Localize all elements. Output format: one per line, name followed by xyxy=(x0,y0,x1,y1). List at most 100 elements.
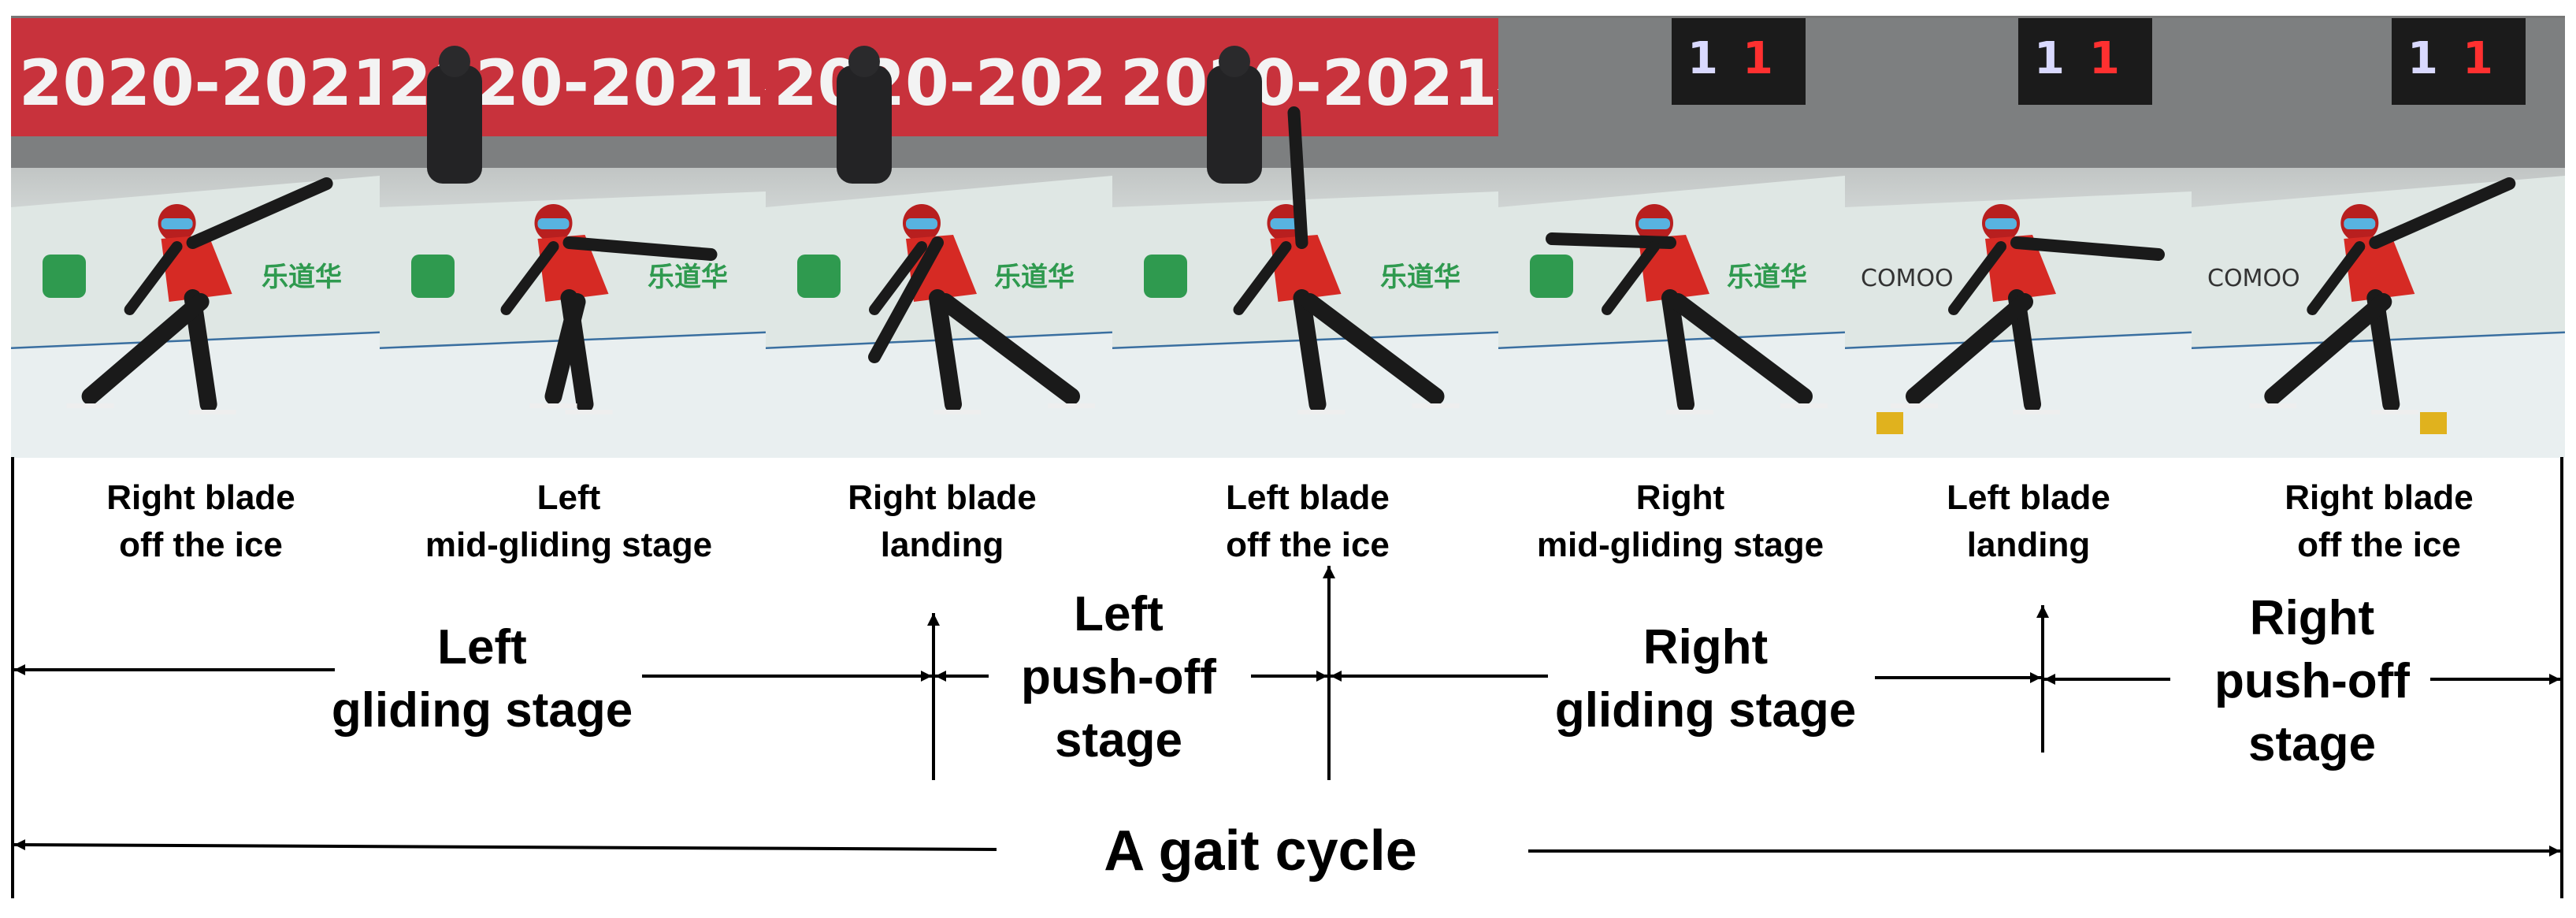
skater-goggles xyxy=(1639,218,1670,229)
caption-line: Right xyxy=(1635,478,1725,517)
skater-arm xyxy=(562,236,718,261)
skater-goggles xyxy=(1985,218,2017,229)
ice-surface xyxy=(1845,333,2192,458)
banner-text: 2020-2021赛季全国速 xyxy=(1120,46,1498,120)
sponsor-text: COMOO xyxy=(1861,265,1954,292)
spectator xyxy=(427,65,482,184)
stage-label-line: push-off xyxy=(1021,650,1216,704)
wall-logo xyxy=(411,255,455,298)
caption-line: Left blade xyxy=(1226,478,1390,517)
caption-line: off the ice xyxy=(2297,526,2461,564)
wall-logo xyxy=(1530,255,1573,298)
scoreboard-digit: 1 xyxy=(1687,33,1718,84)
wall-logo xyxy=(43,255,86,298)
skater-leg xyxy=(1301,293,1445,405)
banner xyxy=(1112,18,1498,136)
wall-logo-text: 乐道华 xyxy=(648,262,728,293)
scoreboard-digit: 1 xyxy=(2407,33,2438,84)
skater xyxy=(2249,177,2516,414)
skater-leg xyxy=(937,293,1080,405)
stage-label-line: Left xyxy=(437,620,527,675)
stage-label-line: stage xyxy=(2248,717,2376,771)
banner-text: 2020-2021赛季全国速 xyxy=(19,46,380,120)
skater xyxy=(1891,204,2165,414)
caption-line: Left blade xyxy=(1947,478,2110,517)
spectator xyxy=(837,65,892,184)
stage-label-line: push-off xyxy=(2214,654,2410,708)
skater xyxy=(66,177,333,414)
photo-frame-art: 2020-2021赛季全国速乐道华 xyxy=(766,18,1112,458)
stage-label: Right push-off stage xyxy=(2214,587,2410,776)
stage-label-line: Right xyxy=(2249,591,2375,645)
wall-logo xyxy=(797,255,841,298)
skater-arm xyxy=(124,241,183,315)
skater-arm xyxy=(1602,241,1660,315)
skater-arm xyxy=(2369,177,2516,249)
stage-label-line: Right xyxy=(1642,620,1769,675)
skater-goggles xyxy=(537,218,570,229)
skater xyxy=(868,204,1095,414)
skater-goggles xyxy=(1270,218,1302,229)
skater-leg xyxy=(1669,293,1813,405)
frame-caption: Left blade off the ice xyxy=(1226,474,1390,569)
skater-arm xyxy=(2307,241,2366,315)
scoreboard xyxy=(2018,18,2152,105)
caption-line: off the ice xyxy=(1226,526,1390,564)
skater-leg xyxy=(1906,293,2033,405)
wall-logo-text: 乐道华 xyxy=(994,262,1075,293)
sponsor-text: COMOO xyxy=(2207,265,2300,292)
skater-leg xyxy=(1293,289,1327,413)
skater-leg xyxy=(1661,289,1694,413)
spectator-head xyxy=(439,46,470,77)
skater-leg xyxy=(544,293,586,405)
track-marker xyxy=(1876,412,1903,434)
photo-frame-art: 2020-2021赛季全国速乐道华 xyxy=(380,18,766,458)
photo-frame: 2020-2021赛季全国速乐道华 xyxy=(1112,18,1498,458)
caption-line: Right blade xyxy=(106,478,295,517)
scoreboard-digit: 1 xyxy=(2463,33,2493,84)
skater xyxy=(500,204,718,414)
skater-arm xyxy=(500,241,559,315)
scoreboard-digit: 1 xyxy=(2089,33,2120,84)
skater-leg xyxy=(81,293,210,405)
stage-label: Left push-off stage xyxy=(1021,583,1216,772)
skater-arm xyxy=(1287,106,1308,249)
caption-line: Right blade xyxy=(2285,478,2474,517)
caption-line: mid-gliding stage xyxy=(1536,526,1824,564)
banner xyxy=(766,18,1112,136)
wall-logo-text: 乐道华 xyxy=(1727,262,1807,293)
skater-arm xyxy=(869,241,927,315)
photo-frame-art: 2020-2021赛季全国速乐道华 xyxy=(1112,18,1498,458)
banner-text: 2020-2021赛季全国速 xyxy=(774,46,1112,120)
gait-cycle-arrow xyxy=(13,839,997,851)
scoreboard-digit: 1 xyxy=(1743,33,1773,84)
photo-frame: 2020-2021赛季全国速乐道华 xyxy=(766,18,1112,458)
spectator-head xyxy=(1219,46,1250,77)
banner xyxy=(11,18,380,136)
scoreboard xyxy=(1672,18,1806,105)
stage-label-line: Left xyxy=(1074,587,1164,641)
skater-leg xyxy=(2264,293,2392,405)
scoreboard xyxy=(2392,18,2526,105)
wall-logo-text: 乐道华 xyxy=(1380,262,1461,293)
stage-label-line: stage xyxy=(1055,713,1182,767)
photo-strip: 2020-2021赛季全国速乐道华2020-2021赛季全国速乐道华2020-2… xyxy=(11,16,2565,458)
scoreboard-digit: 1 xyxy=(2034,33,2065,84)
skater-arm xyxy=(1546,232,1676,249)
frame-caption: Right blade off the ice xyxy=(2285,474,2474,569)
spectator-head xyxy=(848,46,880,77)
skater-goggles xyxy=(906,218,937,229)
ice-surface xyxy=(2192,333,2565,458)
track-marker xyxy=(2420,412,2447,434)
caption-line: mid-gliding stage xyxy=(425,526,713,564)
skater xyxy=(1233,106,1460,414)
